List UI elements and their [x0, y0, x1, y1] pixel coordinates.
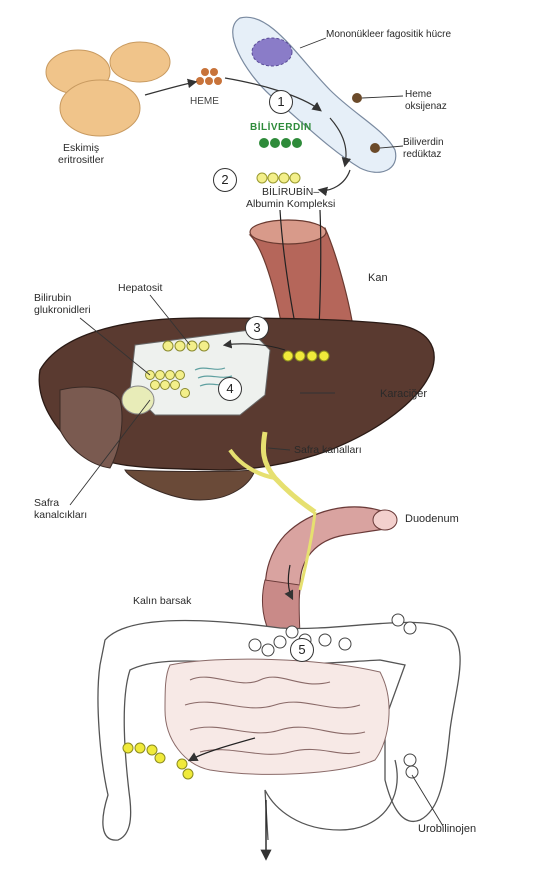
bilirubin-molecules	[257, 173, 300, 183]
duodenum-opening	[373, 510, 397, 530]
label-biliverdin-reductase: Biliverdin redüktaz	[403, 137, 444, 161]
label-duodenum: Duodenum	[405, 513, 459, 525]
biliverdin-molecules	[259, 138, 302, 148]
small-intestine	[165, 659, 389, 774]
step-5-marker: 5	[290, 638, 314, 662]
gallbladder	[125, 470, 255, 500]
label-bile-canaliculi: Safra kanalcıkları	[34, 497, 87, 521]
erythrocyte	[110, 42, 170, 82]
label-blood: Kan	[368, 272, 388, 284]
label-hepatocyte: Hepatosit	[118, 282, 162, 294]
label-heme: HEME	[190, 96, 219, 108]
label-large-intestine: Kalın barsak	[133, 595, 191, 607]
bile-canaliculus	[122, 386, 154, 414]
step-1-marker: 1	[269, 90, 293, 114]
heme-molecules	[196, 68, 222, 85]
biliverdin-reductase-site	[370, 143, 380, 153]
heme-oxygenase-site	[352, 93, 362, 103]
label-bilirubin-glucuronides: Bilirubin glukronidleri	[34, 292, 91, 316]
step-2-marker: 2	[213, 168, 237, 192]
label-mononuclear-cell: Mononükleer fagositik hücre	[326, 29, 451, 41]
step-4-marker: 4	[218, 377, 242, 401]
liver-lobe	[60, 387, 122, 468]
cell-nucleus	[252, 38, 292, 66]
label-aged-erythrocytes: Eskimiş eritrositler	[58, 142, 104, 166]
blood-vessel-opening	[250, 220, 326, 244]
label-biliverdin: BİLİVERDİN	[250, 122, 312, 134]
arrow-rbc-to-heme	[145, 82, 195, 95]
step-3-marker: 3	[245, 316, 269, 340]
label-bile-ducts: Safra kanalları	[294, 444, 362, 456]
label-heme-oxygenase: Heme oksijenaz	[405, 89, 447, 113]
erythrocyte	[60, 80, 140, 136]
label-bilirubin-albumin: BİLİRUBİN– Albumin Kompleksi	[246, 186, 335, 210]
label-urobilinogen: Urobilinojen	[418, 823, 476, 835]
label-liver: Karaciğer	[380, 388, 427, 400]
